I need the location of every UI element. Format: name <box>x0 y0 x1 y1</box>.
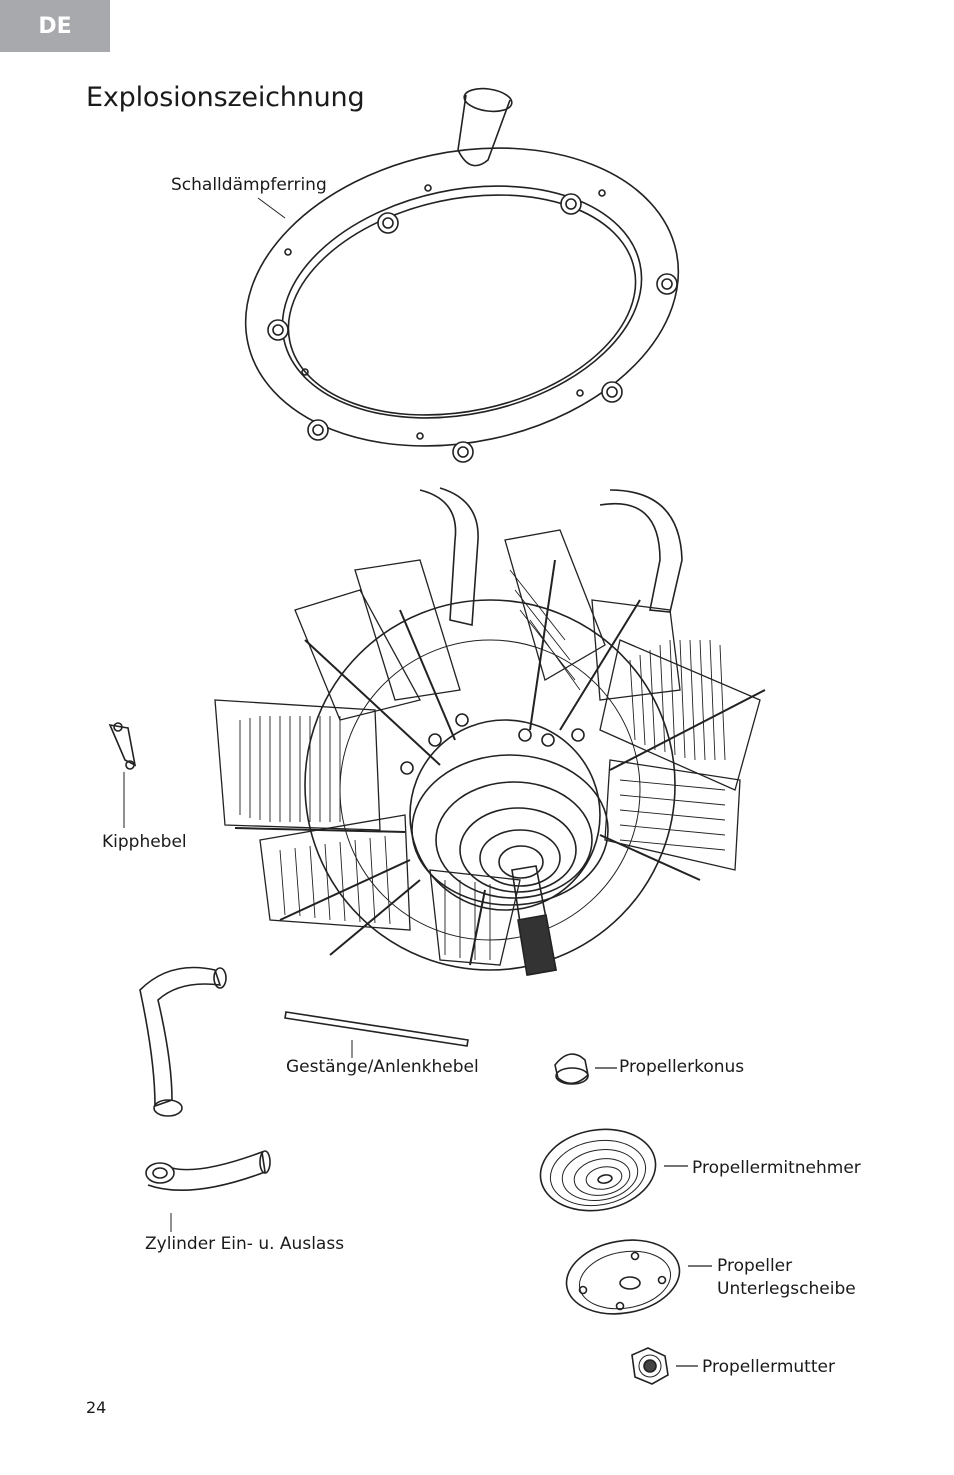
radial-engine-illustration <box>214 487 766 976</box>
page-number: 24 <box>86 1398 107 1417</box>
muffler-ring-label: Schalldämpferring <box>171 175 327 195</box>
prop-cone-label: Propellerkonus <box>619 1057 745 1077</box>
prop-washer-label-line1: Propeller <box>717 1256 793 1276</box>
prop-nut-illustration <box>631 1347 698 1385</box>
intake-exhaust-illustration <box>139 966 271 1232</box>
intake-exhaust-label: Zylinder Ein- u. Auslass <box>145 1234 345 1254</box>
prop-washer-illustration <box>565 1239 712 1315</box>
muffler-ring-illustration <box>244 87 680 463</box>
prop-cone-illustration <box>554 1053 617 1085</box>
page-title: Explosionszeichnung <box>86 82 365 113</box>
rocker-arm-illustration <box>108 722 137 828</box>
prop-hub-illustration <box>539 1128 688 1212</box>
pushrod-illustration <box>284 1011 469 1058</box>
prop-nut-label: Propellermutter <box>702 1357 835 1377</box>
pushrod-label: Gestänge/Anlenkhebel <box>286 1057 479 1077</box>
language-tab: DE <box>0 0 110 52</box>
prop-hub-label: Propellermitnehmer <box>692 1158 861 1178</box>
prop-washer-label-line2: Unterlegscheibe <box>717 1279 856 1299</box>
rocker-arm-label: Kipphebel <box>102 832 187 852</box>
